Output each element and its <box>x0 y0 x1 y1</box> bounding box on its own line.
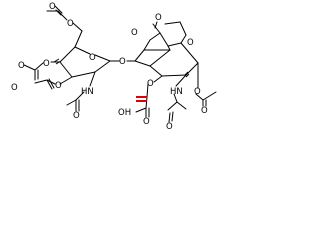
atom-label-oh-lactyl: OH <box>118 108 131 118</box>
atom-label-o-glycosidic: O <box>119 57 126 67</box>
atom-label-o-ac6: O <box>49 2 56 12</box>
atom-label-o-ac-right-carbonyl: O <box>131 28 138 38</box>
atom-label-o-ac3: O <box>55 81 62 91</box>
atom-label-o-ac-right: O <box>155 13 162 23</box>
atom-label-o-nac-right: O <box>166 122 173 132</box>
atom-label-o-ac4: O <box>43 59 50 69</box>
atom-label-o-anomeric-carbonyl: O <box>201 106 208 116</box>
atom-label-nh-right: HN <box>170 87 183 97</box>
atom-label-o-anomeric: O <box>194 87 201 97</box>
atom-label-o-lactyl-carbonyl: O <box>143 117 150 127</box>
bonds <box>23 5 217 123</box>
atom-label-o-ring-left: O <box>89 53 96 63</box>
atom-label-nh-left: HN <box>81 87 94 97</box>
atom-label-o-ether: O <box>147 79 154 89</box>
chemical-structure: O O O O O O O O HN O O O O O HN O O O O … <box>11 2 217 132</box>
atom-label-o-ac6-carbonyl: O <box>67 19 74 29</box>
atom-label-o-ac4-carbonyl: O <box>18 61 25 71</box>
stereo-hash-bonds <box>53 58 190 78</box>
atom-label-o-ac3-carbonyl: O <box>11 83 18 93</box>
atom-label-o-nac-left: O <box>73 111 80 121</box>
lactyl-methyl-highlight <box>136 96 147 102</box>
atom-label-o-ring-right: O <box>187 38 194 48</box>
atom-labels: O O O O O O O O HN O O O O O HN O O O O … <box>11 2 208 132</box>
